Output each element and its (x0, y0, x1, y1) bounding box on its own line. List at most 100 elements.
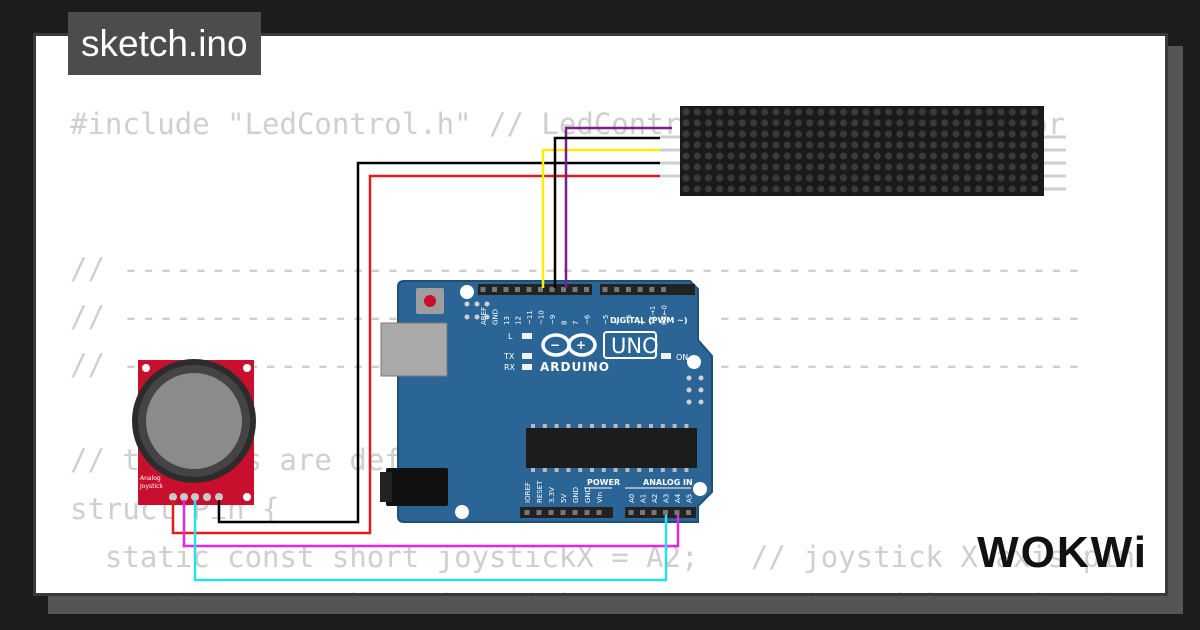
led-dot (997, 152, 1005, 160)
led-dot (941, 130, 949, 138)
led-dot (1008, 174, 1016, 182)
led-dot (873, 119, 881, 127)
led-dot (727, 108, 735, 116)
pin-hole (663, 510, 668, 515)
digital-pin-label: 7 (572, 321, 580, 325)
file-tab[interactable]: sketch.ino (68, 12, 261, 75)
led-dot (716, 185, 724, 193)
led-dot (896, 119, 904, 127)
led-dot (997, 185, 1005, 193)
led-dot (952, 163, 960, 171)
led-dot (862, 141, 870, 149)
digital-header-right (600, 284, 695, 295)
led-dot (907, 174, 915, 182)
led-dot (1031, 119, 1039, 127)
led-dot (783, 185, 791, 193)
led-dot (1008, 141, 1016, 149)
led-matrix[interactable] (660, 106, 1066, 196)
led-dot (918, 119, 926, 127)
led-dot (806, 152, 814, 160)
led-dot (896, 108, 904, 116)
digital-pin-label: ~9 (549, 315, 557, 325)
pin-hole (538, 287, 543, 292)
chip-leg (672, 468, 677, 472)
led-dot (862, 163, 870, 171)
led-dot (738, 163, 746, 171)
led-dot (828, 119, 836, 127)
atmega-chip (526, 428, 697, 468)
digital-pin-label: GND (492, 309, 500, 325)
led-dot (817, 119, 825, 127)
led-tx (522, 353, 532, 359)
led-dot (716, 130, 724, 138)
led-dot (952, 130, 960, 138)
led-dot (929, 163, 938, 171)
pin-hole (637, 287, 643, 292)
digital-pin-label: ~6 (584, 314, 592, 325)
led-dot (851, 163, 859, 171)
power-pin-label: 3.3V (548, 487, 556, 503)
chip-leg (531, 468, 535, 472)
led-dot (1008, 108, 1016, 116)
mounting-hole (693, 482, 707, 496)
analog-pin-label: A4 (674, 493, 682, 503)
led-dot (884, 174, 893, 182)
chip-leg (601, 424, 606, 428)
led-dot (963, 174, 971, 182)
wokwi-logo[interactable]: WOKWi (977, 528, 1148, 577)
digital-pin-label: AREF (480, 307, 488, 325)
wire-black-2 (553, 136, 660, 288)
led-dot (749, 152, 758, 160)
led-dot (783, 174, 791, 182)
analog-pin-label: A5 (686, 494, 694, 503)
led-dot (704, 152, 713, 160)
led-dot (941, 141, 949, 149)
led-dot (907, 163, 915, 171)
led-dot (839, 141, 848, 149)
led-dot (817, 163, 825, 171)
led-dot (862, 108, 870, 116)
led-dot (884, 185, 893, 193)
chip-leg (672, 424, 677, 428)
analog-pin-label: A2 (651, 494, 659, 503)
led-dot (693, 141, 701, 149)
pin-hole (526, 287, 532, 292)
led-dot (761, 108, 769, 116)
led-dot (749, 185, 758, 193)
logo-plus: + (576, 338, 586, 352)
chip-legs (531, 424, 689, 472)
led-dot (794, 130, 803, 138)
mounting-hole (687, 355, 701, 369)
led-dot (986, 130, 994, 138)
led-dot (704, 108, 713, 116)
joystick-label: Joystick (139, 483, 163, 490)
led-dot (963, 141, 971, 149)
led-dot (851, 174, 859, 182)
led-dot (896, 141, 904, 149)
pin-hole (480, 287, 486, 292)
uno-badge (603, 331, 657, 359)
digital-pin-label: ~11 (526, 310, 534, 325)
led-dot (884, 152, 893, 160)
digital-pin-label: ~5 (602, 315, 610, 325)
analog-joystick[interactable]: Analog Joystick (132, 359, 256, 505)
led-dot (952, 185, 960, 193)
led-dot (929, 108, 938, 116)
arduino-logo (541, 333, 597, 357)
led-dot (716, 141, 724, 149)
mounting-hole (243, 493, 251, 501)
code-line: static const short joystickX = A2; // jo… (70, 540, 1136, 574)
led-dot (761, 130, 769, 138)
led-dot (716, 108, 724, 116)
wires (171, 126, 680, 582)
led-dot (997, 119, 1005, 127)
pin-hole (584, 287, 589, 292)
led-dot (1031, 163, 1039, 171)
led-dot (839, 163, 848, 171)
led-dot (862, 185, 870, 193)
led-dot (974, 130, 983, 138)
led-dot (738, 141, 746, 149)
board-model: UNO (611, 334, 659, 358)
led-dot (817, 185, 825, 193)
